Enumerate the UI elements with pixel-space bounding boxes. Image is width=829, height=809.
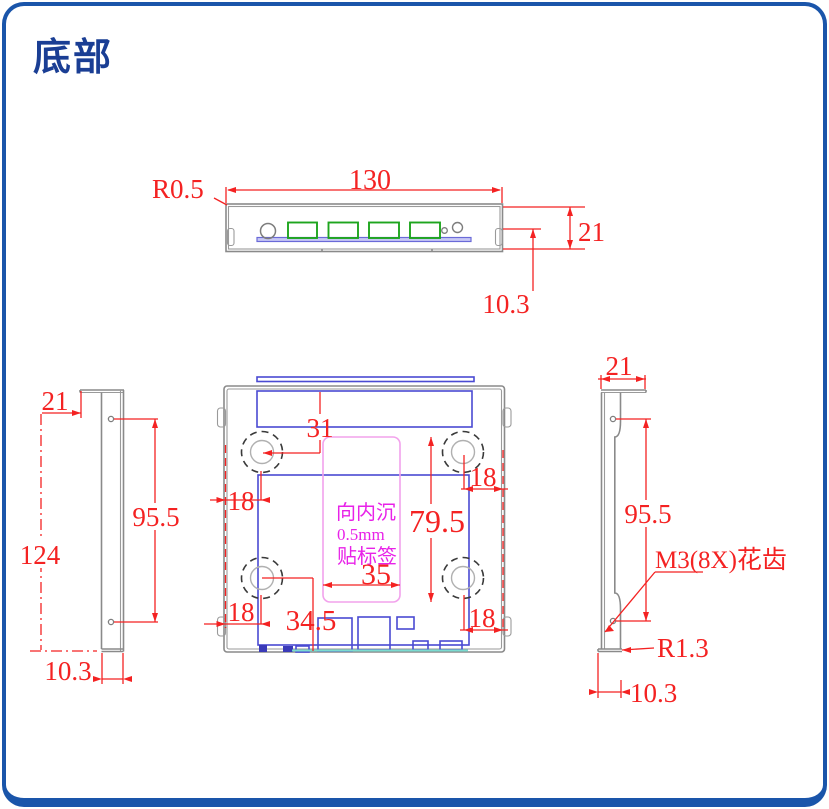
bv-connector-7 (283, 646, 293, 652)
label-note-line1: 向内沉 (336, 501, 396, 524)
bv-label-recess (322, 436, 401, 603)
lv-dim955-bg (127, 503, 186, 530)
page-title: 底部 (33, 37, 114, 79)
rear-case-outline (225, 203, 504, 253)
dim18bl-arrow-left (216, 621, 226, 627)
dim-foot-bottom-345: 34.5 (286, 605, 337, 637)
dim-foot-18-tl: 18 (228, 486, 255, 516)
r05-leader (213, 197, 228, 206)
rv-wall-right-notched (614, 392, 622, 649)
dim-right-depth-21: 21 (606, 351, 633, 381)
bv-tab-left-top (216, 407, 227, 428)
rv-hole-top (609, 415, 617, 423)
rv-r13-arrow (622, 647, 631, 653)
dim18br-arrow-left (464, 627, 473, 633)
dim-left-bottom-103: 10.3 (44, 656, 91, 686)
bv-tab-right-top (502, 407, 512, 428)
rv-dim955-arrow-top (643, 419, 649, 428)
rv-m3-arrow (605, 625, 614, 632)
rv-dim21-arrow-right (636, 376, 645, 382)
dim130-arrow-left (227, 187, 236, 193)
dim-corner-r13: R1.3 (657, 633, 709, 663)
rv-dim955-bg (618, 500, 677, 527)
dim-right-span-955: 95.5 (624, 499, 671, 529)
rv-m3-leader (604, 571, 656, 633)
dim-foot-18-br: 18 (469, 603, 496, 633)
dim795-arrow-top (428, 437, 434, 446)
dim795-arrow-bottom (428, 593, 434, 602)
rv-dim103-arrow-right (621, 689, 630, 695)
left-side-view: 21 124 95.5 10.3 (17, 386, 186, 686)
rv-dim21-arrow-left (601, 376, 610, 382)
dim-port-offset-31: 31 (307, 413, 334, 443)
bv-case-inner (226, 388, 503, 650)
dim-left-span-955: 95.5 (132, 502, 179, 532)
lv-hole-bottom (107, 618, 115, 626)
dim18tr-arrow-left (464, 486, 473, 492)
lv-dim955-arrow-top (152, 419, 158, 428)
rv-hole-bottom (609, 617, 617, 625)
bv-foot-top-right (441, 430, 485, 474)
right-side-view: 21 95.5 M3(8X)花齿 R1.3 10.3 (589, 351, 787, 708)
dim-right-bottom-103: 10.3 (630, 678, 677, 708)
dim-corner-r05: R0.5 (152, 174, 204, 204)
rear-case-inner (227, 205, 501, 250)
rear-hole-small (441, 227, 448, 234)
bv-case-outline (223, 385, 506, 653)
rear-hole-medium (451, 221, 464, 234)
rv-dim955-arrow-bottom (643, 612, 649, 621)
bottom-plan-view: 向内沉 0.5mm 贴标签 31 (204, 376, 512, 653)
rear-port-4 (409, 221, 441, 239)
lv-hole-top (107, 415, 115, 423)
bv-connector-6 (259, 645, 267, 652)
lv-dim124-bg (17, 540, 64, 568)
dim21t-arrow-bottom (567, 240, 573, 249)
dim-thread-m3: M3(8X)花齿 (655, 546, 787, 574)
bv-connector-3 (396, 616, 415, 630)
dim-offset-103: 10.3 (482, 289, 529, 319)
dim35-arrow-left (323, 582, 332, 588)
rear-left-tab (226, 227, 235, 247)
dim31-arrow (263, 450, 272, 456)
dim-left-depth-21: 21 (42, 386, 69, 416)
dim18tr-arrow-right (494, 486, 503, 492)
dim18tl-arrow-right (261, 497, 270, 503)
bv-connector-8 (295, 645, 310, 653)
rear-port-2 (327, 221, 359, 239)
lv-dim103-arrow-right (123, 676, 132, 682)
dim-foot-18-bl: 18 (228, 597, 255, 627)
bv-pcb-outline (257, 474, 470, 646)
dim130-arrow-right (492, 187, 501, 193)
rear-side-view: 130 R0.5 21 10.3 (152, 165, 605, 319)
bv-top-bar (256, 376, 475, 383)
lv-dim103-arrow-left (93, 676, 102, 682)
rv-dim103-arrow-left (589, 689, 598, 695)
dim-label-h-795: 79.5 (409, 503, 465, 539)
dim18br-arrow-right (494, 627, 503, 633)
lv-dim955-arrow-bottom (152, 613, 158, 622)
dim-foot-18-tr: 18 (470, 462, 497, 492)
dim18bl-arrow-right (261, 621, 270, 627)
label-note-line3: 贴标签 (337, 545, 397, 568)
dim18tl-arrow-left (216, 497, 226, 503)
rear-right-tab (494, 227, 503, 247)
dim-height-21: 21 (578, 217, 605, 247)
rear-pcb-edge (256, 236, 472, 243)
dim-left-height-124: 124 (20, 540, 61, 570)
label-note-line2: 0.5mm (337, 525, 385, 544)
dim35-arrow-right (391, 582, 400, 588)
dim21t-arrow-top (567, 207, 573, 216)
dim-width-130: 130 (349, 165, 391, 196)
rear-port-1 (287, 221, 318, 239)
rear-port-3 (368, 221, 400, 239)
dim103t-arrow (530, 229, 536, 238)
lv-dim21-arrow (72, 410, 81, 416)
dim-label-w-35: 35 (361, 558, 391, 591)
bv-foot-top-left (240, 430, 284, 474)
bv-rear-port-block (256, 390, 473, 428)
rear-hole-large-left (259, 222, 277, 240)
bv-foot-bottom-right (441, 556, 485, 600)
